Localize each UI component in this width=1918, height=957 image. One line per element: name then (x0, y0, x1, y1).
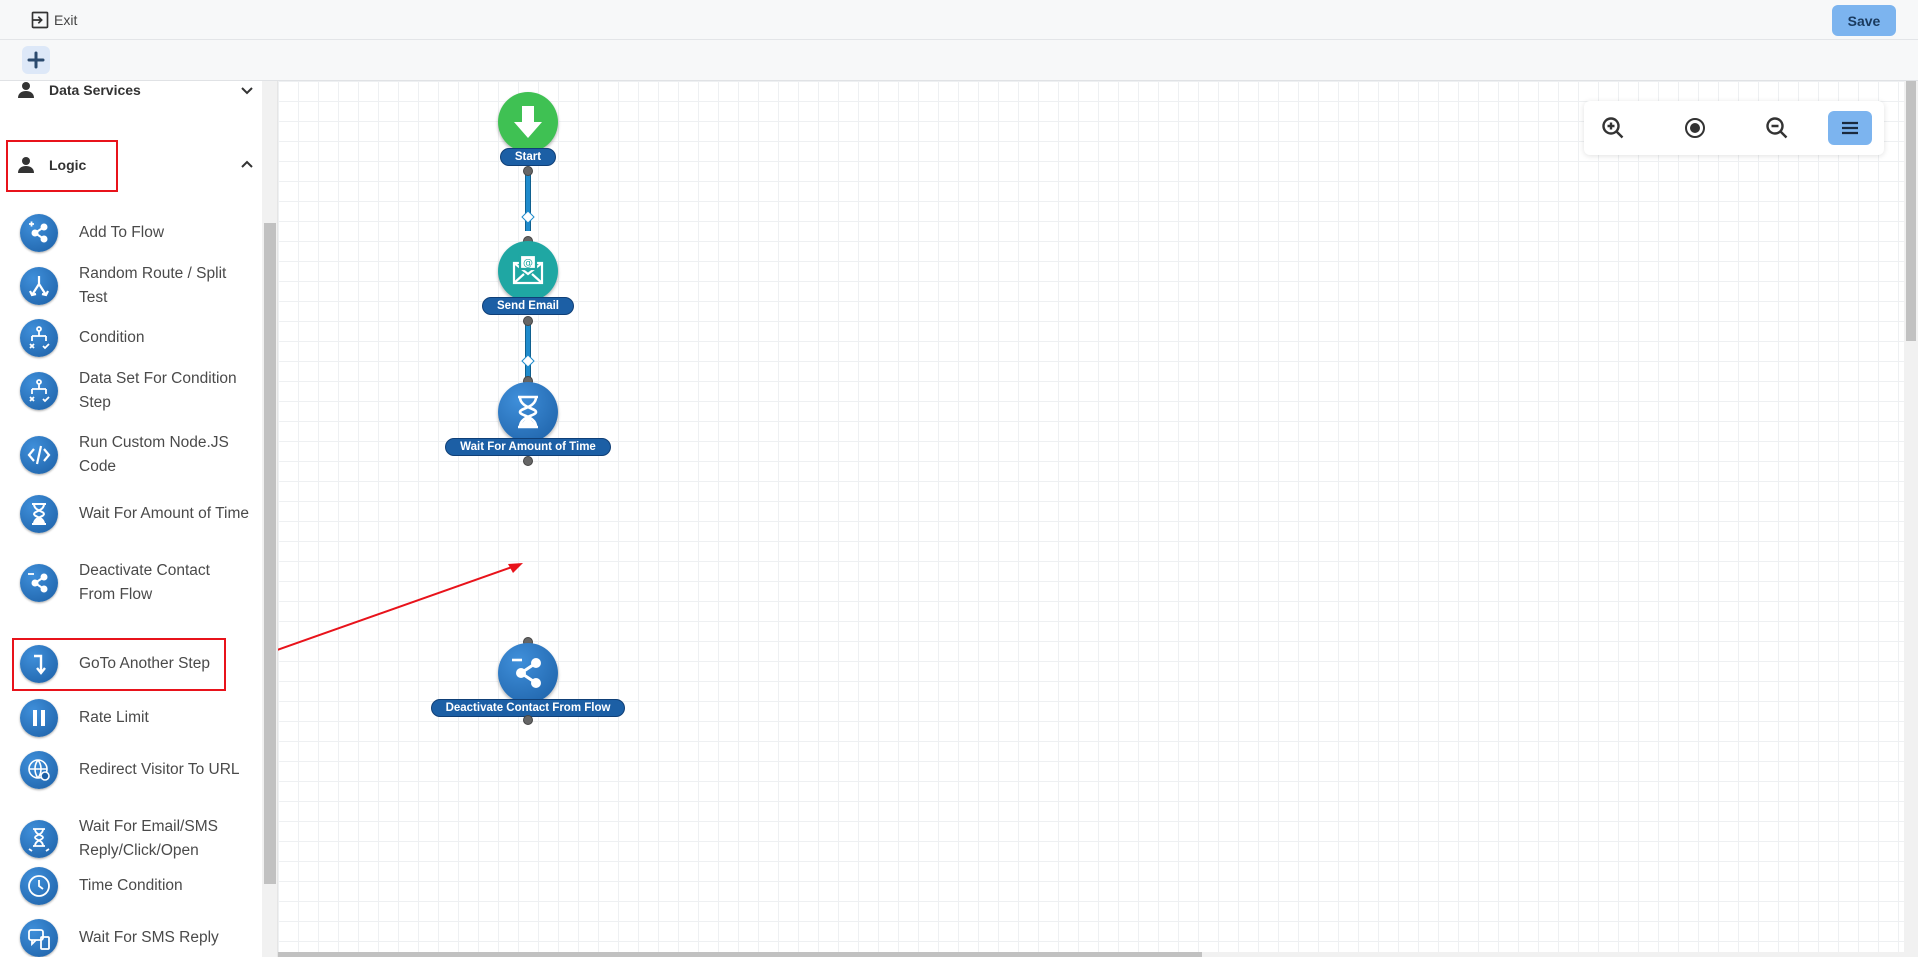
palette-item-add-to-flow[interactable]: Add To Flow (20, 214, 250, 252)
section-label: Logic (49, 157, 87, 173)
palette-item-label: Rate Limit (79, 709, 149, 726)
palette-item-wait-time[interactable]: Wait For Amount of Time (20, 495, 250, 533)
flow-canvas[interactable]: Start @ Send Email Wait For Amount of Ti… (278, 81, 1918, 957)
palette-item-rate-limit[interactable]: Rate Limit (20, 699, 250, 737)
zoom-in-icon (1602, 117, 1624, 139)
palette-item-goto-step[interactable]: GoTo Another Step (20, 645, 250, 683)
person-icon (18, 157, 34, 173)
palette-item-wait-sms[interactable]: Wait For SMS Reply (20, 919, 250, 957)
node-label: Send Email (482, 297, 574, 315)
palette-item-random-route[interactable]: Random Route / Split Test (20, 262, 250, 310)
menu-icon (1842, 121, 1858, 135)
exit-label: Exit (54, 12, 78, 28)
share-minus-icon (498, 643, 558, 703)
menu-button[interactable] (1828, 111, 1872, 145)
goto-arrow-icon (20, 645, 58, 683)
center-icon (1685, 118, 1705, 138)
palette-item-redirect-url[interactable]: Redirect Visitor To URL (20, 751, 250, 789)
wait-reply-icon (20, 820, 58, 858)
exit-button[interactable]: Exit (30, 10, 77, 30)
hourglass-icon (20, 495, 58, 533)
node-port[interactable] (523, 715, 533, 725)
condition-icon (20, 319, 58, 357)
pause-icon (20, 699, 58, 737)
flow-node-start[interactable]: Start (438, 92, 618, 166)
chevron-up-icon (241, 160, 253, 168)
node-label: Wait For Amount of Time (445, 438, 611, 456)
connector-line (525, 171, 531, 231)
down-arrow-icon (498, 92, 558, 152)
section-data-services[interactable]: Data Services (0, 81, 262, 105)
exit-icon (31, 11, 49, 29)
palette-item-label: Redirect Visitor To URL (79, 761, 240, 778)
canvas-horizontal-scroll-thumb[interactable] (278, 952, 1202, 957)
email-icon: @ (498, 241, 558, 301)
person-icon (18, 82, 34, 98)
step-palette-sidebar: Data Services Logic Add To Flow Random R… (0, 81, 278, 957)
palette-item-run-nodejs[interactable]: Run Custom Node.JS Code (20, 431, 250, 479)
palette-item-label: Data Set For Condition Step (79, 370, 237, 411)
chevron-down-icon (241, 87, 253, 95)
flow-node-deactivate-contact[interactable]: Deactivate Contact From Flow (388, 643, 668, 717)
plus-icon (27, 51, 45, 69)
split-route-icon (20, 267, 58, 305)
palette-item-deactivate-contact[interactable]: Deactivate Contact From Flow (20, 559, 250, 607)
share-minus-icon (20, 564, 58, 602)
connector-overlay (521, 210, 535, 368)
top-bar: Exit Save (0, 0, 1918, 40)
canvas-vertical-scroll-thumb[interactable] (1906, 81, 1916, 341)
sms-icon (20, 919, 58, 957)
node-port[interactable] (523, 316, 533, 326)
add-to-flow-icon (20, 214, 58, 252)
flow-node-wait-time[interactable]: Wait For Amount of Time (408, 382, 648, 456)
center-view-button[interactable] (1678, 111, 1712, 145)
zoom-controls (1584, 101, 1884, 155)
sidebar-scroll-thumb[interactable] (264, 223, 276, 884)
svg-text:@: @ (523, 258, 533, 269)
clock-icon (20, 867, 58, 905)
palette-item-condition[interactable]: Condition (20, 319, 250, 357)
save-button[interactable]: Save (1832, 5, 1896, 36)
goto-highlight-box (12, 638, 226, 691)
zoom-out-button[interactable] (1760, 111, 1794, 145)
globe-icon (20, 751, 58, 789)
palette-item-label: Condition (79, 329, 145, 346)
palette-item-data-set-condition[interactable]: Data Set For Condition Step (20, 367, 250, 415)
zoom-in-button[interactable] (1596, 111, 1630, 145)
zoom-out-icon (1766, 117, 1788, 139)
palette-item-label: Wait For Email/SMS Reply/Click/Open (79, 818, 218, 859)
palette-item-label: Add To Flow (79, 224, 165, 241)
palette-item-label: GoTo Another Step (79, 655, 210, 672)
palette-item-label: Random Route / Split Test (79, 265, 227, 306)
palette-item-label: Wait For SMS Reply (79, 929, 219, 946)
node-port[interactable] (523, 166, 533, 176)
palette-item-label: Deactivate Contact From Flow (79, 562, 210, 603)
section-logic[interactable]: Logic (0, 150, 262, 180)
palette-item-wait-reply[interactable]: Wait For Email/SMS Reply/Click/Open (20, 815, 250, 863)
section-label: Data Services (49, 82, 141, 98)
toolbar (0, 40, 1918, 81)
add-step-button[interactable] (22, 46, 50, 74)
node-label: Start (499, 148, 557, 166)
annotation-arrow (278, 563, 523, 651)
palette-item-label: Wait For Amount of Time (79, 505, 249, 522)
flow-node-send-email[interactable]: @ Send Email (438, 241, 618, 315)
condition-data-icon (20, 372, 58, 410)
node-port[interactable] (523, 456, 533, 466)
logic-highlight-box (6, 140, 118, 192)
palette-item-label: Run Custom Node.JS Code (79, 434, 229, 475)
node-label: Deactivate Contact From Flow (430, 699, 626, 717)
palette-item-time-condition[interactable]: Time Condition (20, 867, 250, 905)
palette-item-label: Time Condition (79, 877, 183, 894)
connector-line (525, 321, 531, 377)
code-icon (20, 436, 58, 474)
hourglass-icon (498, 382, 558, 442)
